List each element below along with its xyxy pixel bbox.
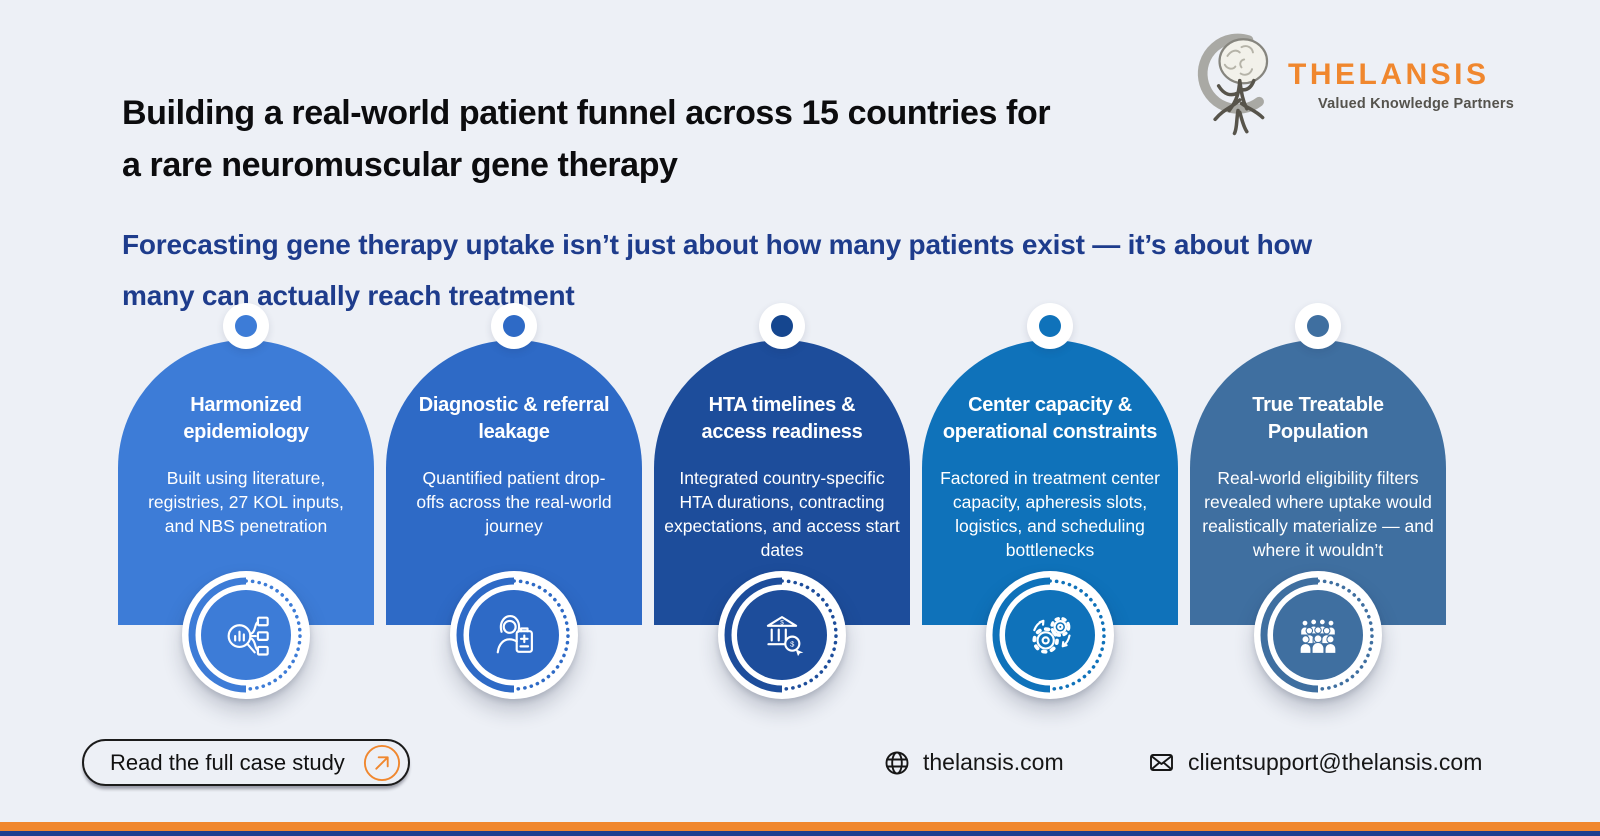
card-body: Integrated country-specific HTA duration… <box>664 468 900 560</box>
card-title: HTA timelines & access readiness <box>701 394 863 443</box>
pillar-card-hta-timelines: HTA timelines & access readiness Integra… <box>654 303 910 699</box>
brain-tree-icon <box>1197 33 1269 136</box>
svg-text:$: $ <box>780 620 784 627</box>
card-top-dot <box>223 303 269 349</box>
page-title: Building a real-world patient funnel acr… <box>122 93 1051 184</box>
website-text: thelansis.com <box>923 749 1064 775</box>
bank-access-icon: $ $ <box>718 571 846 699</box>
card-arch: HTA timelines & access readiness Integra… <box>654 340 910 625</box>
globe-icon <box>885 751 909 774</box>
footer-orange-bar <box>0 822 1600 831</box>
read-case-study-button[interactable]: Read the full case study <box>82 739 410 786</box>
card-top-dot <box>1295 303 1341 349</box>
card-title: Harmonized epidemiology <box>183 394 309 443</box>
card-top-dot <box>491 303 537 349</box>
population-icon <box>1254 571 1382 699</box>
email-text: clientsupport@thelansis.com <box>1188 749 1483 775</box>
card-body: Real-world eligibility filters revealed … <box>1202 468 1434 560</box>
card-top-dot <box>1027 303 1073 349</box>
footer-navy-bar <box>0 831 1600 836</box>
search-analytics-icon <box>182 571 310 699</box>
svg-text:$: $ <box>790 639 795 648</box>
envelope-icon <box>1150 754 1173 771</box>
pillar-card-harmonized-epidemiology: Harmonized epidemiology Built using lite… <box>118 303 374 699</box>
pillar-card-true-treatable-population: True Treatable Population Real-world eli… <box>1190 303 1446 699</box>
card-body: Factored in treatment center capacity, a… <box>940 468 1160 560</box>
logo-brand-text: THELANSIS <box>1288 58 1490 91</box>
card-body: Quantified patient drop- offs across the… <box>416 468 612 536</box>
email-link[interactable]: clientsupport@thelansis.com <box>1148 749 1482 776</box>
card-title: Center capacity & operational constraint… <box>942 394 1158 443</box>
arrow-up-right-icon <box>363 744 400 781</box>
pillar-cards-row: Harmonized epidemiology Built using lite… <box>118 303 1446 699</box>
pillar-card-diagnostic-referral-leakage: Diagnostic & referral leakage Quantified… <box>386 303 642 699</box>
gears-icon <box>986 571 1114 699</box>
clinician-clipboard-icon <box>450 571 578 699</box>
thelansis-logo: THELANSIS Valued Knowledge Partners <box>1194 22 1514 148</box>
card-top-dot <box>759 303 805 349</box>
pillar-card-center-capacity: Center capacity & operational constraint… <box>922 303 1178 699</box>
card-title: Diagnostic & referral leakage <box>418 394 610 443</box>
logo-tagline: Valued Knowledge Partners <box>1318 96 1514 112</box>
card-body: Built using literature, registries, 27 K… <box>148 468 344 536</box>
website-link[interactable]: thelansis.com <box>884 749 1064 776</box>
cta-label: Read the full case study <box>110 749 345 775</box>
card-title: True Treatable Population <box>1252 394 1384 443</box>
